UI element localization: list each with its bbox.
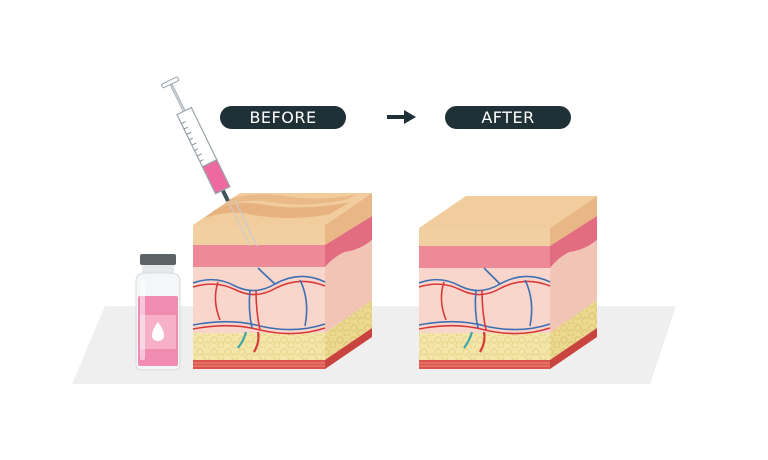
arrow-right-icon [387,110,416,124]
epidermis-front [193,225,325,245]
dermis-top-front [193,245,325,267]
needle [234,199,258,247]
muscle-front [193,360,325,369]
after-skin-block [418,196,597,369]
drop-icon [152,322,164,341]
before-skin-block [192,193,372,369]
vessels [192,267,326,353]
vial-icon [135,254,181,371]
after-label: AFTER [445,106,571,129]
before-label: BEFORE [220,106,346,129]
syringe-icon [161,76,251,247]
